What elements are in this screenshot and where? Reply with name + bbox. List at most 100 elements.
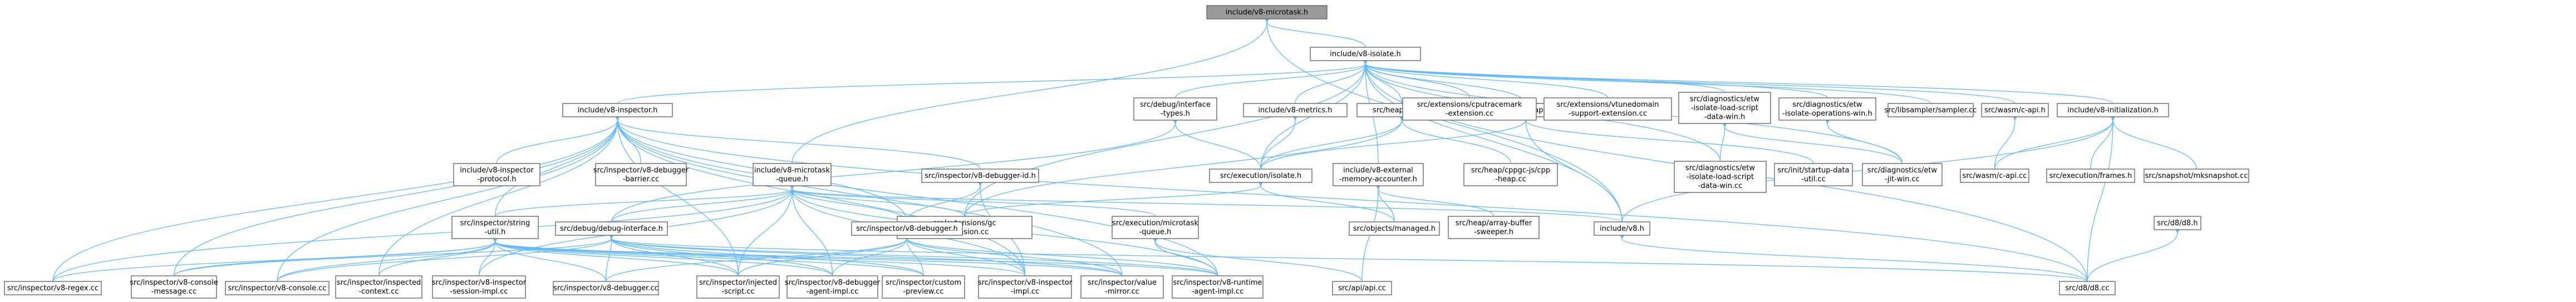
node-sampler[interactable]: src/libsampler/sampler.cc: [1885, 103, 1977, 117]
node-metrics[interactable]: include/v8-metrics.h: [1243, 103, 1348, 117]
node-box: [1543, 97, 1672, 121]
node-d8h[interactable]: src/d8/d8.h: [2154, 216, 2201, 230]
node-box: [1080, 275, 1164, 299]
node-etwload[interactable]: src/diagnostics/etw-isolate-load-script-…: [1678, 92, 1771, 124]
node-box: [562, 103, 673, 117]
node-dbgbarrier[interactable]: src/inspector/v8-debugger-barrier.cc: [593, 163, 689, 186]
node-debugger_cc[interactable]: src/inspector/v8-debugger.cc: [553, 281, 659, 295]
node-box: [753, 163, 832, 186]
node-inspector_protocol[interactable]: include/v8-inspector-protocol.h: [453, 163, 540, 186]
node-vtunedomain[interactable]: src/extensions/vtunedomain-support-exten…: [1543, 97, 1672, 121]
node-label-line: src/extensions/cputracemark: [1417, 101, 1522, 109]
edge-d8h-to-d8cc: [2087, 227, 2181, 282]
node-injectedctx[interactable]: src/inspector/inspected-context.cc: [335, 275, 422, 299]
node-label-line: -jit-win.cc: [1885, 175, 1920, 184]
node-isolate[interactable]: include/v8-isolate.h: [1310, 47, 1421, 61]
node-microtaskqueue_h[interactable]: include/v8-microtask-queue.h: [753, 163, 832, 186]
node-sessionimpl[interactable]: src/inspector/v8-inspector-session-impl.…: [432, 275, 527, 299]
node-frames[interactable]: src/execution/frames.h: [2046, 169, 2135, 183]
node-label-line: include/v8-microtask.h: [1226, 8, 1308, 17]
edge-debugger_h-to-custompreview: [903, 232, 924, 276]
node-label-line: -barrier.cc: [623, 175, 660, 184]
edge-debuginterface-to-custompreview: [608, 232, 924, 276]
edge-isolate-to-v8init: [1361, 58, 2113, 104]
edge-isolate-to-inspector: [617, 58, 1369, 104]
node-label-line: include/v8-metrics.h: [1258, 106, 1332, 115]
node-label-line: src/d8/d8.cc: [2065, 284, 2109, 293]
node-debuginterface[interactable]: src/debug/debug-interface.h: [555, 221, 668, 236]
edge-stringutil-to-inspectorimpl: [491, 236, 1026, 276]
edge-execmicrotask-to-runtimeagent: [1152, 236, 1218, 276]
node-label-line: src/execution/microtask: [1112, 219, 1198, 227]
edge-microtaskqueue_h-to-dbgagent: [789, 183, 833, 276]
node-label-line: src/diagnostics/etw: [1792, 101, 1862, 109]
edge-inspector-to-consolemsg: [173, 114, 621, 276]
node-box: [1678, 92, 1771, 124]
edge-v8init-to-mksnapshot: [2110, 114, 2197, 170]
node-debugger_h[interactable]: src/inspector/v8-debugger.h: [851, 221, 963, 236]
node-console[interactable]: src/inspector/v8-console.cc: [225, 281, 330, 295]
node-mksnapshot[interactable]: src/snapshot/mksnapshot.cc: [2144, 169, 2249, 183]
edge-root-to-microtaskqueue_h: [792, 16, 1270, 164]
node-wasmcapi_cc[interactable]: src/wasm/c-api.cc: [1960, 169, 2029, 183]
node-valuemirror[interactable]: src/inspector/value-mirror.cc: [1080, 275, 1164, 299]
node-root[interactable]: include/v8-microtask.h: [1206, 5, 1328, 19]
node-debuginterface_types[interactable]: src/debug/interface-types.h: [1133, 97, 1217, 121]
node-cputracemark[interactable]: src/extensions/cputracemark-extension.cc: [1402, 97, 1537, 121]
node-d8cc[interactable]: src/d8/d8.cc: [2059, 281, 2116, 295]
node-inspector[interactable]: include/v8-inspector.h: [562, 103, 673, 117]
node-label-line: src/inspector/v8-debugger: [593, 166, 689, 175]
node-arraybuffer[interactable]: src/heap/array-buffer-sweeper.h: [1448, 216, 1540, 239]
node-cppgcheap[interactable]: src/heap/cppgc-js/cpp-heap.cc: [1463, 163, 1558, 186]
node-label-line: -memory-accounter.h: [1339, 175, 1417, 184]
node-label-line: src/inspector/v8-runtime: [1173, 279, 1262, 287]
node-v8init[interactable]: include/v8-initialization.h: [2057, 103, 2169, 117]
node-label-line: src/inspector/inspected: [337, 279, 421, 287]
node-custompreview[interactable]: src/inspector/custom-preview.cc: [882, 275, 965, 299]
node-label-line: -impl.cc: [1011, 288, 1039, 296]
node-label-line: -isolate-load-script: [1691, 104, 1758, 112]
node-box: [1778, 97, 1876, 121]
node-box: [1206, 5, 1328, 19]
node-startupdata[interactable]: src/init/startup-data-util.cc: [1774, 163, 1853, 186]
node-label-line: include/v8-initialization.h: [2067, 106, 2159, 115]
node-box: [978, 275, 1072, 299]
node-label-line: -preview.cc: [903, 288, 943, 296]
node-consolemsg[interactable]: src/inspector/v8-console-message.cc: [130, 275, 218, 299]
edge-inspector-to-stringutil: [494, 114, 621, 217]
node-regex[interactable]: src/inspector/v8-regex.cc: [4, 281, 102, 295]
edge-debugger_h-to-debugger_cc: [605, 232, 911, 282]
node-execisolate[interactable]: src/execution/isolate.h: [1209, 169, 1312, 183]
edge-snapshot-to-startupdata: [1522, 114, 1814, 164]
node-wasmcapi_h[interactable]: src/wasm/c-api.h: [1981, 103, 2049, 117]
node-dbgagent[interactable]: src/inspector/v8-debugger-agent-impl.cc: [785, 275, 881, 299]
edge-microtaskqueue_h-to-gcext: [788, 183, 965, 217]
node-etwops[interactable]: src/diagnostics/etw-isolate-operations-w…: [1778, 97, 1876, 121]
edge-heap-to-cppgcheap: [1398, 114, 1511, 164]
node-label-line: -heap.cc: [1495, 175, 1526, 184]
node-extmem[interactable]: include/v8-external-memory-accounter.h: [1333, 163, 1424, 186]
edge-microtaskqueue_h-to-injectedscript: [738, 183, 795, 276]
node-runtimeagent[interactable]: src/inspector/v8-runtime-agent-impl.cc: [1172, 275, 1264, 299]
node-apicc[interactable]: src/api/api.cc: [1332, 281, 1392, 295]
node-stringutil[interactable]: src/inspector/string-util.h: [451, 216, 539, 239]
node-box: [1133, 97, 1217, 121]
node-managed[interactable]: src/objects/managed.h: [1349, 221, 1440, 236]
node-label-line: -sweeper.h: [1474, 228, 1513, 236]
node-inspectorimpl[interactable]: src/inspector/v8-inspector-impl.cc: [978, 275, 1073, 299]
node-box: [225, 281, 330, 295]
node-label-line: src/debug/interface: [1140, 101, 1211, 109]
node-dbgid[interactable]: src/inspector/v8-debugger-id.h: [921, 169, 1039, 183]
node-label-line: -support-extension.cc: [1569, 110, 1647, 118]
node-label-line: src/init/startup-data: [1777, 166, 1849, 175]
node-label-line: -isolate-operations-win.h: [1782, 110, 1872, 118]
node-injectedscript[interactable]: src/inspector/injected-script.cc: [696, 275, 780, 299]
edge-etwload-to-etwloadcc: [1719, 121, 1728, 162]
node-v8h[interactable]: include/v8.h: [1594, 221, 1650, 236]
node-box: [451, 216, 539, 239]
node-execmicrotask[interactable]: src/execution/microtask-queue.h: [1112, 216, 1199, 239]
node-etwjit[interactable]: src/diagnostics/etw-jit-win.cc: [1862, 163, 1943, 186]
node-etwloadcc[interactable]: src/diagnostics/etw-isolate-load-script-…: [1674, 161, 1767, 193]
edge-isolate-to-vtunedomain: [1361, 58, 1609, 98]
node-label-line: src/execution/isolate.h: [1220, 172, 1301, 180]
